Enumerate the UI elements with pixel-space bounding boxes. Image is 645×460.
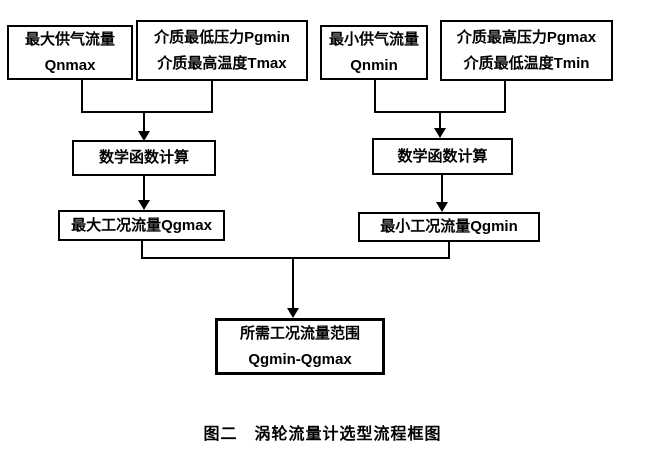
box-label: 介质最高温度Tmax bbox=[157, 54, 287, 72]
box-label: 最大供气流量 bbox=[24, 30, 115, 48]
box-label: 数学函数计算 bbox=[98, 149, 189, 166]
connector-bottom-merge bbox=[141, 241, 450, 310]
figure-caption: 图二 涡轮流量计选型流程框图 bbox=[203, 426, 442, 443]
box-label: 最小供气流量 bbox=[328, 30, 419, 48]
connector-right-merge bbox=[374, 79, 506, 130]
connector-left-merge bbox=[81, 79, 213, 133]
arrowhead-down-icon bbox=[436, 202, 448, 212]
arrowhead-down-icon bbox=[138, 200, 150, 210]
flow-box-max-working-flow: 最大工况流量Qgmax bbox=[58, 210, 225, 241]
box-label: 数学函数计算 bbox=[397, 147, 488, 165]
flow-box-max-supply-flow: 最大供气流量 Qnmax bbox=[7, 25, 133, 80]
box-label: 介质最高压力Pgmax bbox=[456, 28, 597, 46]
flow-box-max-pressure-min-temp: 介质最高压力Pgmax 介质最低温度Tmin bbox=[440, 20, 613, 81]
box-label: Qnmin bbox=[350, 56, 398, 74]
box-label: Qnmax bbox=[44, 56, 96, 74]
box-label: 最大工况流量Qgmax bbox=[71, 216, 212, 234]
arrowhead-down-icon bbox=[138, 131, 150, 141]
flow-box-min-supply-flow: 最小供气流量 Qnmin bbox=[320, 25, 428, 80]
flow-box-math-calc-left: 数学函数计算 bbox=[72, 140, 216, 176]
flow-box-result-range: 所需工况流量范围 Qgmin-Qgmax bbox=[215, 318, 385, 375]
box-label: 介质最低压力Pgmin bbox=[154, 28, 290, 46]
box-label: Qgmin-Qgmax bbox=[248, 350, 352, 368]
arrowhead-down-icon bbox=[434, 128, 446, 138]
box-label: 介质最低温度Tmin bbox=[463, 54, 590, 72]
flow-box-min-working-flow: 最小工况流量Qgmin bbox=[358, 212, 540, 242]
box-label: 最小工况流量Qgmin bbox=[380, 218, 518, 235]
flow-box-min-pressure-max-temp: 介质最低压力Pgmin 介质最高温度Tmax bbox=[136, 20, 308, 81]
arrowhead-down-icon bbox=[287, 308, 299, 318]
flow-box-math-calc-right: 数学函数计算 bbox=[372, 138, 513, 175]
box-label: 所需工况流量范围 bbox=[239, 324, 360, 342]
